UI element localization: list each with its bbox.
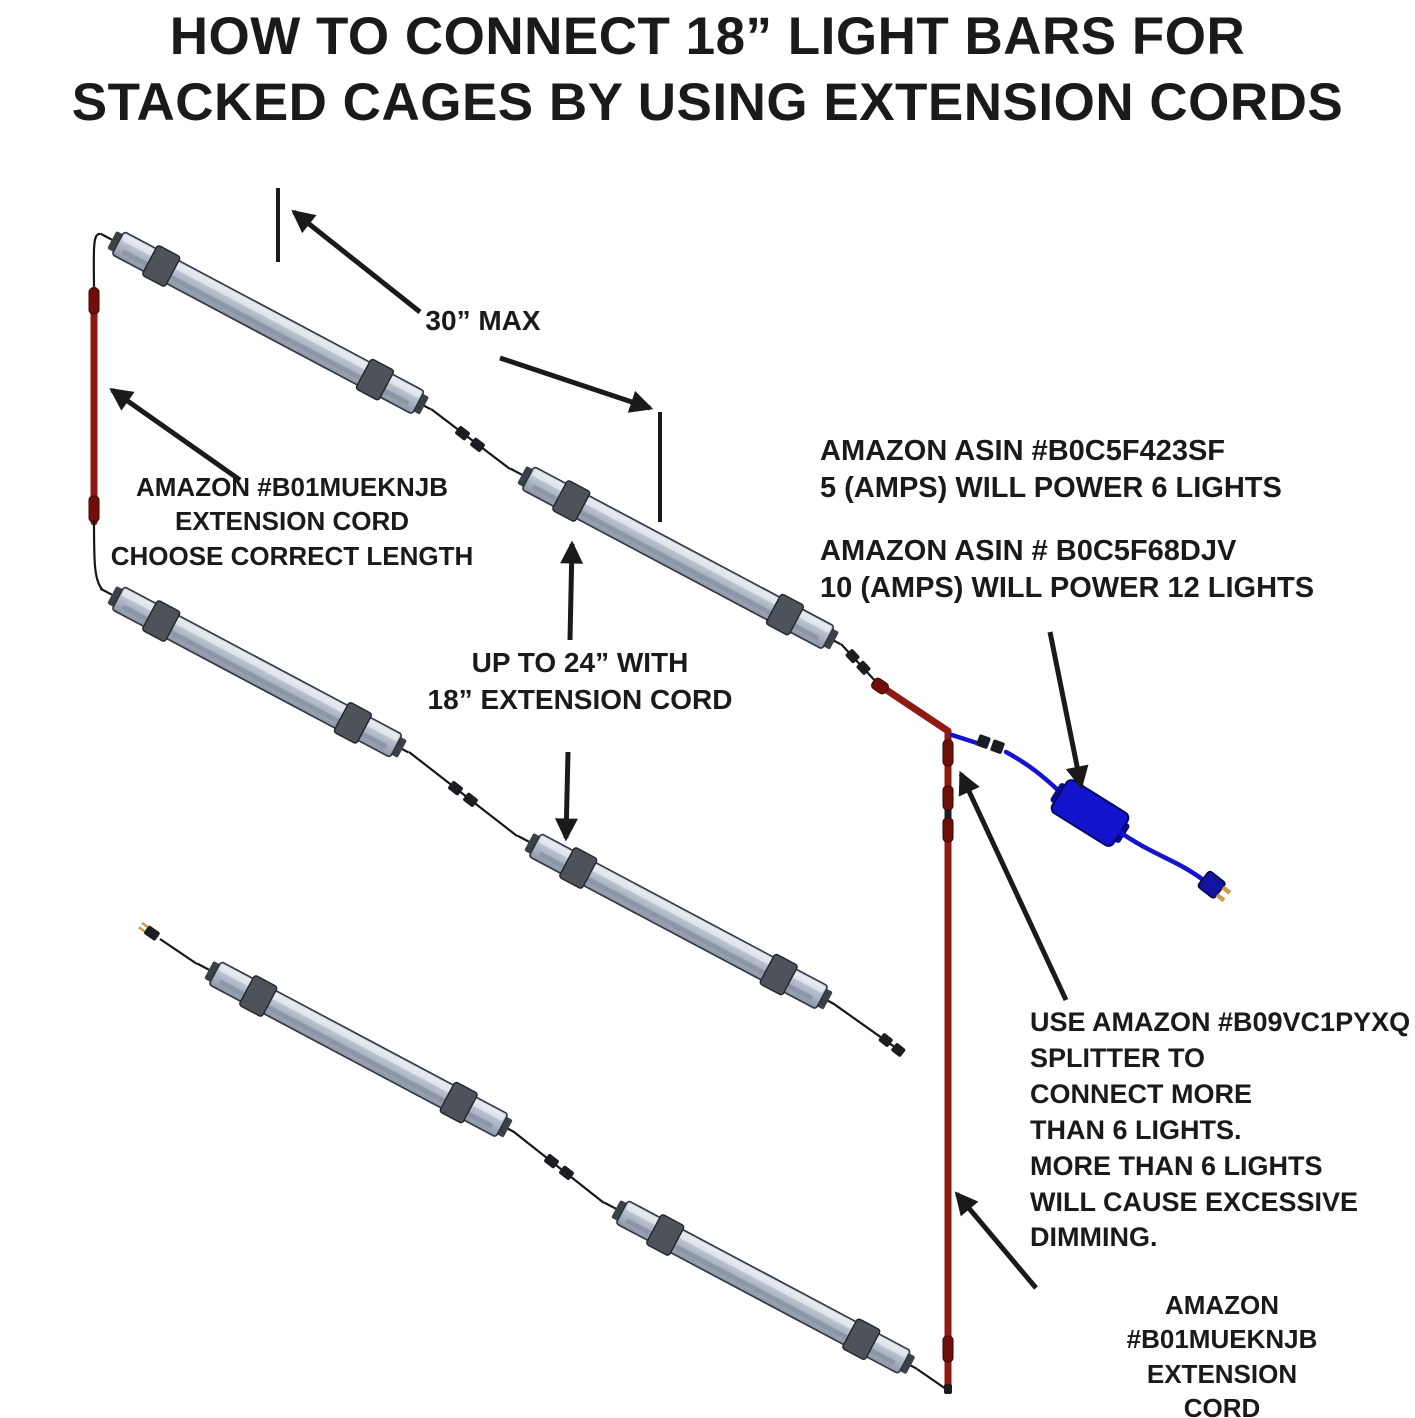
power-lead-short: [949, 732, 983, 747]
page-title: HOW TO CONNECT 18” LIGHT BARS FOR STACKE…: [0, 4, 1415, 135]
bar5-bar6-connector: [544, 1154, 574, 1180]
title-line-1: HOW TO CONNECT 18” LIGHT BARS FOR: [169, 7, 1246, 66]
splitter-arrow: [958, 770, 1069, 1002]
bar5-lead-plug: [138, 921, 160, 941]
light-bar-3: [99, 586, 410, 758]
light-bar-4: [516, 833, 835, 1009]
cord-to-bar3-wire: [92, 519, 103, 590]
right-extension-label: AMAZON #B01MUEKNJB EXTENSION CORD CHOOSE…: [1126, 1290, 1318, 1418]
adapter-arrow: [1047, 631, 1089, 790]
power-output-cable: [1114, 827, 1206, 883]
bar6-cord-cable: [916, 1368, 947, 1390]
max-span-label: 30” MAX: [425, 305, 541, 336]
power-lead-to-adapter: [1003, 749, 1063, 795]
dim-arrow-lower: [499, 355, 654, 413]
extension24-up-arrow: [560, 540, 584, 641]
bar3-bar4-cable: [408, 751, 518, 837]
bar5-lead-cable: [159, 938, 198, 965]
splitter-branch-end: [871, 677, 889, 695]
cord-to-bar1-wire: [92, 232, 101, 293]
bar5-bar6-cable: [513, 1131, 605, 1204]
light-bar-5: [196, 961, 515, 1137]
power-adapter: [1050, 779, 1130, 847]
splitter-note-label: USE AMAZON #B09VC1PYXQ SPLITTER TO CONNE…: [1030, 1007, 1411, 1253]
power-5amp-label: AMAZON ASIN #B0C5F423SF 5 (AMPS) WILL PO…: [820, 435, 1282, 505]
dim-arrow-upper: [291, 209, 422, 314]
splitter-red-branch: [875, 681, 952, 735]
left-cord-top-connector: [88, 287, 100, 315]
bar1-bar2-connector: [455, 426, 485, 452]
bar4-end-plug: [878, 1033, 906, 1057]
right-cord-joint-a: [942, 785, 954, 811]
power-plug: [1197, 870, 1232, 903]
extension24-label: UP TO 24” WITH 18” EXTENSION CORD: [427, 647, 733, 715]
right-extension-arrow: [954, 1191, 1038, 1290]
light-bar-1: [99, 231, 432, 415]
light-bar-6: [603, 1200, 918, 1374]
left-extension-arrow: [109, 387, 242, 483]
right-cord-joint-b: [942, 817, 954, 843]
power-10amp-label: AMAZON ASIN # B0C5F68DJV 10 (AMPS) WILL …: [820, 535, 1315, 605]
bar3-bar4-connector: [448, 781, 478, 807]
right-cord-upper-connector: [942, 739, 954, 767]
bar1-bar2-cable: [430, 408, 511, 470]
bar2-splitter-connector: [845, 649, 871, 675]
title-line-2: STACKED CAGES BY USING EXTENSION CORDS: [71, 72, 1344, 132]
light-bar-2: [509, 466, 842, 650]
power-inline-plug: [976, 734, 1005, 754]
right-cord-lower-connector: [942, 1335, 954, 1363]
right-cord-joint-pin: [944, 810, 952, 818]
right-cord-tip: [944, 1384, 952, 1394]
left-cord-bottom-connector: [88, 495, 100, 523]
extension24-down-arrow: [554, 751, 578, 842]
left-extension-label: AMAZON #B01MUEKNJB EXTENSION CORD CHOOSE…: [110, 472, 474, 571]
